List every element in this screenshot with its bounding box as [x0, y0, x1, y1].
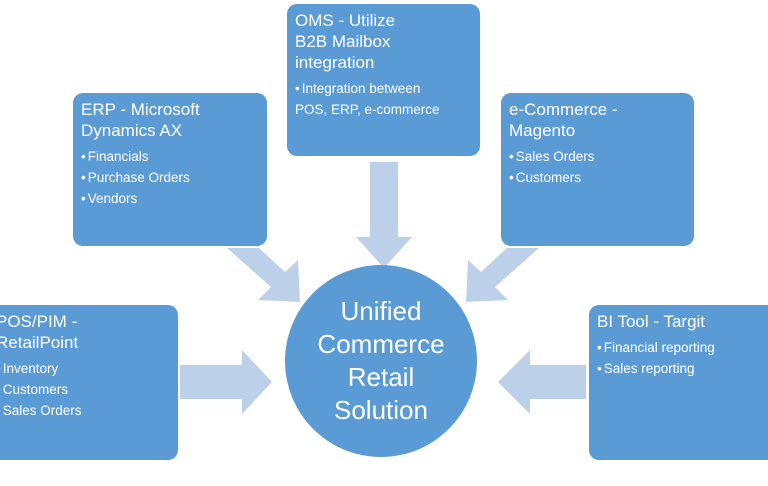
erp-item: Purchase Orders: [81, 167, 259, 188]
arrow-erp-to-center: [227, 248, 300, 302]
pos-item: Sales Orders: [0, 400, 170, 421]
arrow-ecommerce-to-center: [466, 248, 539, 302]
arrow-oms-to-center: [356, 162, 412, 268]
bi-item: Sales reporting: [597, 358, 768, 379]
ecommerce-item: Sales Orders: [509, 146, 686, 167]
pos-box: POS/PIM - RetailPoint Inventory Customer…: [0, 305, 178, 460]
arrow-bi-to-center: [498, 350, 586, 414]
erp-item: Vendors: [81, 188, 259, 209]
bi-list: Financial reporting Sales reporting: [597, 337, 768, 379]
ecommerce-item: Customers: [509, 167, 686, 188]
arrow-pos-to-center: [180, 350, 272, 414]
erp-title: ERP - Microsoft Dynamics AX: [81, 100, 200, 140]
pos-title: POS/PIM - RetailPoint: [0, 312, 79, 352]
erp-box: ERP - Microsoft Dynamics AX Financials P…: [73, 93, 267, 246]
center-label: Unified Commerce Retail Solution: [317, 296, 445, 425]
erp-item: Financials: [81, 146, 259, 167]
ecommerce-title: e-Commerce - Magento: [509, 100, 618, 140]
oms-box: OMS - Utilize B2B Mailbox integration In…: [287, 4, 480, 156]
bi-box: BI Tool - Targit Financial reporting Sal…: [589, 305, 768, 460]
pos-item: Inventory: [0, 358, 170, 379]
oms-title: OMS - Utilize B2B Mailbox integration: [295, 11, 396, 72]
center-circle: Unified Commerce Retail Solution: [285, 265, 477, 457]
ecommerce-box: e-Commerce - Magento Sales Orders Custom…: [501, 93, 694, 246]
erp-list: Financials Purchase Orders Vendors: [81, 146, 259, 209]
bi-item: Financial reporting: [597, 337, 768, 358]
pos-item: Customers: [0, 379, 170, 400]
ecommerce-list: Sales Orders Customers: [509, 146, 686, 188]
pos-list: Inventory Customers Sales Orders: [0, 358, 170, 421]
oms-item: Integration between POS, ERP, e-commerce: [295, 78, 472, 120]
bi-title: BI Tool - Targit: [597, 312, 706, 331]
oms-list: Integration between POS, ERP, e-commerce: [295, 78, 472, 120]
